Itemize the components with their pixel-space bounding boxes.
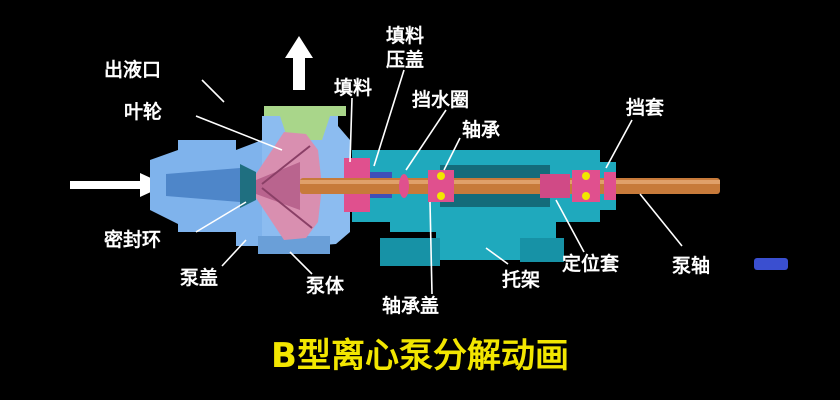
outlet-flange-shape (264, 106, 346, 140)
locating-sleeve-shape (540, 174, 570, 198)
pump-body-base (258, 236, 330, 254)
bearing-ball (437, 192, 445, 200)
bearing-ball (582, 172, 590, 180)
bearing-ball (582, 192, 590, 200)
bracket-foot-right (520, 238, 564, 262)
label-packing: 填料 (334, 76, 372, 99)
leader-packing (349, 97, 353, 163)
leader-outlet (201, 79, 225, 103)
water-ring-shape (399, 174, 409, 198)
bearing-ball (437, 172, 445, 180)
pump-shaft-highlight (300, 180, 720, 184)
leader-seal-ring (195, 201, 247, 233)
label-pump-cover: 泵盖 (180, 266, 218, 289)
label-bracket: 托架 (502, 269, 540, 291)
leader-pump-body (289, 251, 313, 275)
leader-bracket (485, 247, 509, 265)
leader-water-ring (405, 109, 447, 171)
leader-pump-shaft (639, 193, 683, 247)
side-gauge (754, 258, 788, 270)
leader-locating-sleeve (555, 199, 585, 253)
seal-ring-shape (240, 164, 256, 208)
leader-gland (373, 69, 405, 167)
impeller-vane (261, 187, 313, 229)
leader-pump-cover (221, 239, 247, 267)
label-pump-body: 泵体 (306, 274, 345, 297)
leader-impeller (195, 115, 283, 151)
label-water-ring: 挡水圈 (412, 89, 469, 111)
impeller-hub (256, 162, 300, 210)
stop-sleeve-shape (604, 172, 616, 200)
label-gland-line1: 填料 (386, 24, 424, 47)
bracket-foot (380, 238, 440, 266)
inlet-throat (166, 168, 258, 202)
inlet-flow-arrow (70, 173, 166, 197)
diagram-title: B型离心泵分解动画 (271, 336, 569, 376)
leader-bearing (443, 137, 461, 171)
label-bearing: 轴承 (462, 118, 500, 141)
label-outlet: 出液口 (104, 58, 161, 81)
label-locating-sleeve: 定位套 (562, 252, 620, 275)
label-sleeve: 挡套 (626, 96, 665, 119)
label-gland-line2: 压盖 (386, 48, 424, 71)
label-impeller: 叶轮 (124, 100, 162, 123)
outlet-flow-arrow (285, 36, 313, 90)
label-seal-ring: 密封环 (104, 228, 161, 251)
impeller-vane (261, 145, 311, 185)
leader-sleeve (605, 119, 633, 169)
label-pump-shaft: 泵轴 (672, 254, 710, 277)
leader-bearing-cover (429, 201, 433, 295)
label-bearing-cover: 轴承盖 (382, 294, 439, 317)
